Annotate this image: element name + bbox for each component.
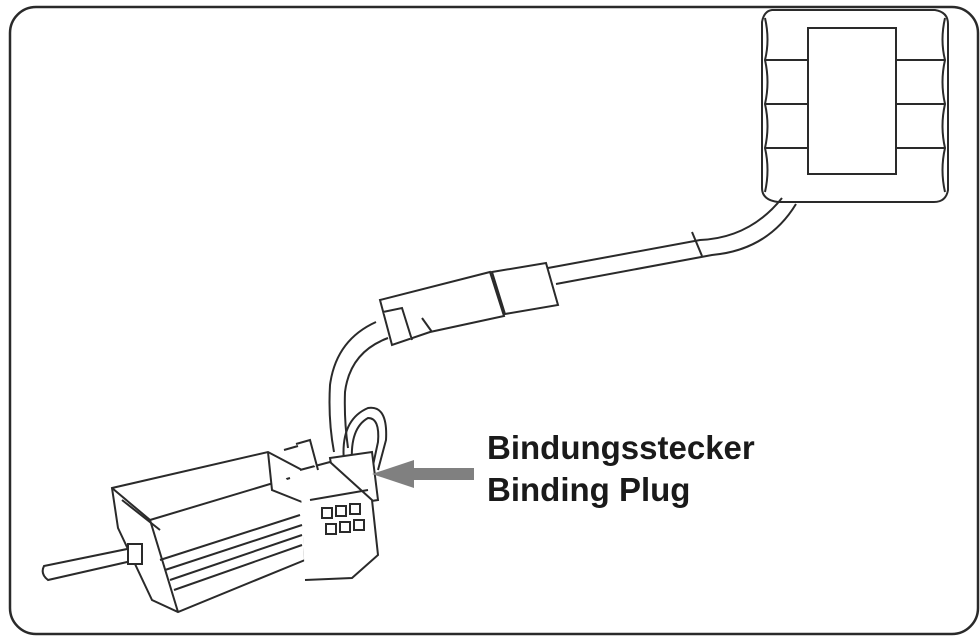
battery-cable: [547, 197, 797, 285]
battery-pack-icon: [761, 9, 949, 203]
receiver-lead: [328, 321, 389, 453]
binding-plug-label-german: Bindungsstecker: [487, 429, 755, 466]
connector-icon: [378, 261, 560, 347]
diagram-frame: [8, 5, 980, 636]
receiver-icon: [110, 438, 380, 614]
antenna-icon: [41, 543, 143, 582]
binding-plug-label-english: Binding Plug: [487, 471, 691, 508]
arrow-icon: [372, 460, 474, 488]
